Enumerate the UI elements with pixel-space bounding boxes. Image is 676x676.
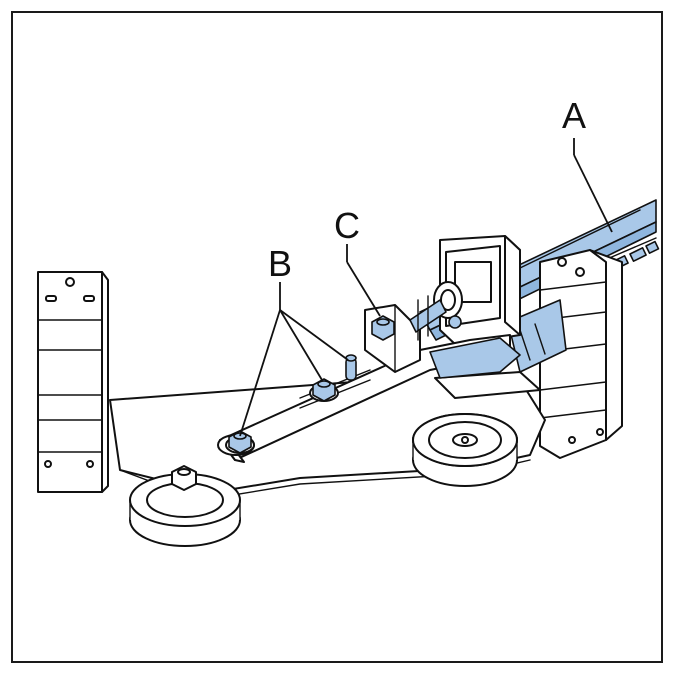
- callout-label-a: A: [562, 95, 586, 136]
- left-mounting-bracket: [37, 271, 109, 493]
- trolley-shoe: [429, 337, 521, 379]
- bolt-b-middle: [309, 378, 339, 402]
- bolt-b-right: [345, 354, 357, 381]
- pulley-left: [129, 465, 241, 547]
- callout-leaders: [239, 138, 613, 437]
- callout-label-c: C: [334, 205, 360, 246]
- callout-label-b: B: [268, 243, 292, 284]
- right-mounting-bracket: [539, 249, 623, 459]
- bolt-b-left: [225, 430, 255, 454]
- pulley-right: [412, 413, 518, 487]
- bolt-c: [371, 315, 395, 341]
- adjustment-bracket: [364, 304, 421, 373]
- pivot-assembly: [409, 281, 463, 341]
